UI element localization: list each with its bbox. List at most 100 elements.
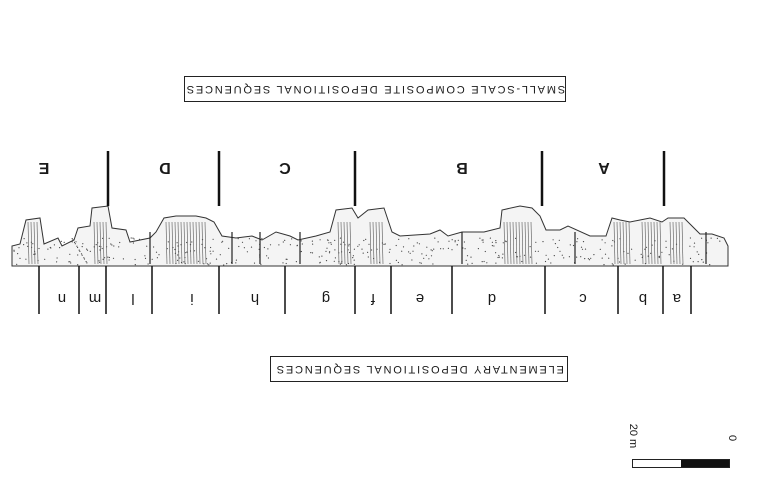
- sand-stipple: [64, 242, 65, 243]
- sand-stipple: [286, 263, 287, 264]
- sand-stipple: [70, 262, 71, 263]
- sand-stipple: [559, 240, 560, 241]
- sand-stipple: [113, 258, 114, 259]
- sand-stipple: [583, 241, 584, 242]
- sand-stipple: [79, 251, 80, 252]
- sand-stipple: [711, 238, 712, 239]
- sand-stipple: [396, 245, 397, 246]
- sand-stipple: [419, 262, 420, 263]
- sand-stipple: [27, 246, 28, 247]
- sand-stipple: [249, 238, 250, 239]
- sand-stipple: [135, 264, 136, 265]
- sand-stipple: [99, 262, 100, 263]
- sand-stipple: [354, 264, 355, 265]
- sand-stipple: [693, 261, 694, 262]
- sand-stipple: [86, 262, 87, 263]
- sand-stipple: [515, 252, 516, 253]
- sand-stipple: [612, 240, 613, 241]
- sand-stipple: [312, 252, 313, 253]
- sand-stipple: [581, 247, 582, 248]
- sand-stipple: [242, 242, 243, 243]
- elementary-sequences-title-box: ELEMENTARY DEPOSITIONAL SEQUENCES: [270, 356, 568, 382]
- sand-stipple: [365, 239, 366, 240]
- sand-stipple: [498, 255, 499, 256]
- composite-label-B: B: [452, 158, 472, 176]
- sand-stipple: [334, 240, 335, 241]
- sand-stipple: [221, 242, 222, 243]
- sand-stipple: [408, 238, 409, 239]
- sand-stipple: [538, 251, 539, 252]
- sand-stipple: [133, 242, 134, 243]
- sand-stipple: [86, 261, 87, 262]
- sand-stipple: [457, 244, 458, 245]
- sand-stipple: [502, 254, 503, 255]
- sand-stipple: [443, 248, 444, 249]
- sand-stipple: [694, 246, 695, 247]
- sand-stipple: [562, 255, 563, 256]
- sand-stipple: [580, 256, 581, 257]
- sand-stipple: [368, 256, 369, 257]
- elementary-label-b: b: [635, 290, 651, 307]
- sand-stipple: [320, 239, 321, 240]
- sand-stipple: [131, 237, 132, 238]
- sand-stipple: [451, 249, 452, 250]
- composite-label-E: E: [34, 158, 54, 176]
- sand-stipple: [433, 249, 434, 250]
- sand-stipple: [283, 241, 284, 242]
- elementary-label-i: i: [184, 290, 200, 307]
- sand-stipple: [321, 256, 322, 257]
- sand-stipple: [650, 253, 651, 254]
- sand-stipple: [605, 254, 606, 255]
- sand-stipple: [530, 246, 531, 247]
- sand-stipple: [267, 248, 268, 249]
- sand-stipple: [266, 255, 267, 256]
- sand-stipple: [419, 243, 420, 244]
- sand-stipple: [109, 257, 110, 258]
- sand-stipple: [448, 248, 449, 249]
- sand-stipple: [470, 257, 471, 258]
- sand-stipple: [611, 245, 612, 246]
- sand-stipple: [328, 240, 329, 241]
- sand-stipple: [431, 249, 432, 250]
- sand-stipple: [472, 263, 473, 264]
- composite-label-D: D: [155, 158, 175, 176]
- sand-stipple: [690, 237, 691, 238]
- sand-stipple: [389, 263, 390, 264]
- sand-stipple: [485, 251, 486, 252]
- sand-stipple: [411, 259, 412, 260]
- sand-stipple: [329, 252, 330, 253]
- composite-sequences-title-box: SMALL-SCALE COMPOSITE DEPOSITIONAL SEQUE…: [184, 76, 566, 102]
- sand-stipple: [301, 251, 302, 252]
- sand-stipple: [301, 240, 302, 241]
- sand-stipple: [102, 238, 103, 239]
- sand-stipple: [235, 262, 236, 263]
- composite-sequences-title: SMALL-SCALE COMPOSITE DEPOSITIONAL SEQUE…: [185, 83, 565, 95]
- sand-stipple: [75, 241, 76, 242]
- sand-stipple: [588, 258, 589, 259]
- sand-stipple: [86, 249, 87, 250]
- sand-stipple: [194, 250, 195, 251]
- sand-stipple: [296, 261, 297, 262]
- sand-stipple: [335, 257, 336, 258]
- sand-stipple: [698, 261, 699, 262]
- sand-stipple: [329, 251, 330, 252]
- sand-stipple: [719, 241, 720, 242]
- sand-stipple: [646, 247, 647, 248]
- sand-stipple: [96, 244, 97, 245]
- sand-stipple: [521, 261, 522, 262]
- sand-stipple: [17, 253, 18, 254]
- sand-stipple: [703, 262, 704, 263]
- sand-stipple: [492, 242, 493, 243]
- sand-stipple: [177, 242, 178, 243]
- sand-stipple: [383, 244, 384, 245]
- sand-stipple: [24, 238, 25, 239]
- sand-stipple: [223, 264, 224, 265]
- sand-stipple: [238, 246, 239, 247]
- sand-stipple: [57, 257, 58, 258]
- sand-stipple: [600, 249, 601, 250]
- sand-stipple: [110, 243, 111, 244]
- elementary-label-n: n: [54, 290, 70, 307]
- elementary-label-d: d: [484, 290, 500, 307]
- sand-stipple: [593, 254, 594, 255]
- sand-stipple: [412, 251, 413, 252]
